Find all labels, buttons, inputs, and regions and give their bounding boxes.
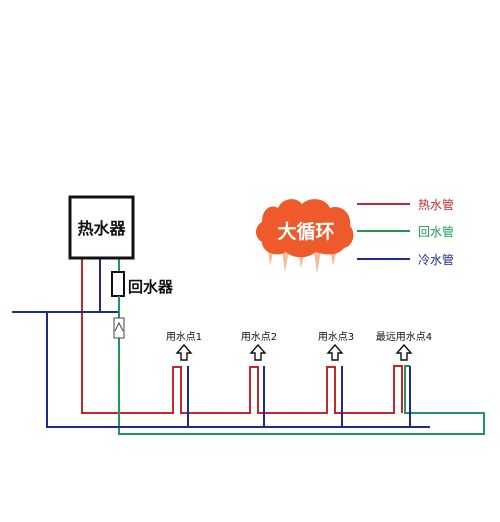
- legend-hot-label: 热水管: [418, 197, 454, 212]
- return-water-pipe: [118, 338, 485, 435]
- up-arrow-icon: [395, 343, 413, 361]
- up-arrow-icon: [175, 343, 193, 361]
- badge-drips: [268, 248, 337, 274]
- water-point-1: 用水点1: [166, 331, 202, 361]
- hot-water-pipe: [81, 258, 403, 414]
- cold-water-main: [46, 312, 430, 428]
- water-point-4: 最远用水点4: [376, 331, 432, 361]
- legend: 热水管 回水管 冷水管: [357, 197, 454, 267]
- water-point-label: 用水点1: [166, 331, 202, 343]
- water-point-label: 用水点3: [318, 331, 354, 343]
- legend-return-label: 回水管: [418, 224, 454, 239]
- water-point-3: 用水点3: [318, 331, 354, 361]
- water-heater: 热水器: [68, 195, 135, 260]
- check-valve-icon: [113, 317, 125, 339]
- water-point-2: 用水点2: [241, 331, 277, 361]
- water-point-label: 用水点2: [241, 331, 277, 343]
- return-device-label: 回水器: [128, 278, 174, 296]
- legend-cold-label: 冷水管: [418, 252, 454, 267]
- return-device: 回水器: [111, 271, 174, 297]
- up-arrow-icon: [249, 343, 267, 361]
- water-heater-label: 热水器: [77, 219, 126, 238]
- water-point-label: 最远用水点4: [376, 331, 432, 343]
- badge-shape: [256, 199, 354, 258]
- badge-label: 大循环: [277, 220, 334, 243]
- up-arrow-icon: [326, 343, 344, 361]
- circulation-badge: 大循环: [256, 199, 354, 274]
